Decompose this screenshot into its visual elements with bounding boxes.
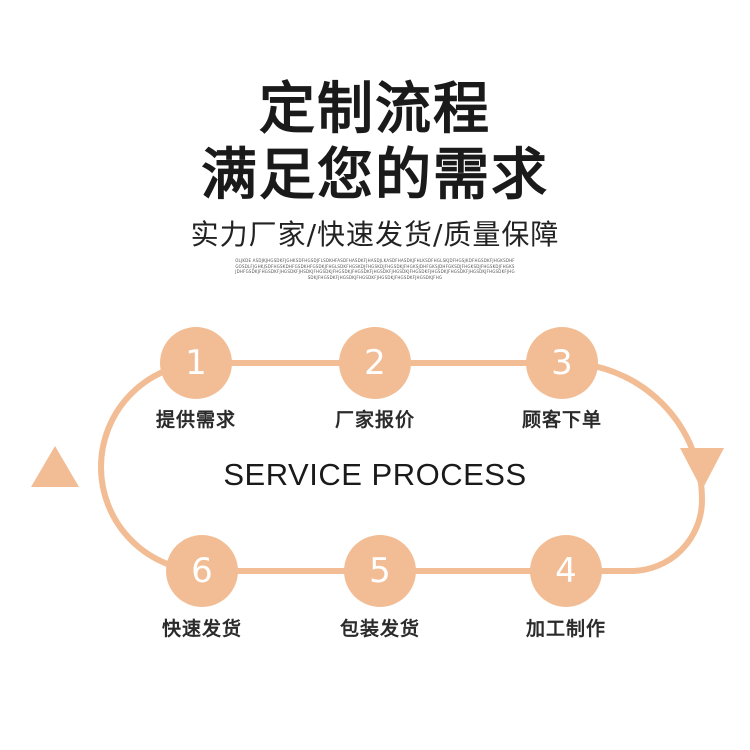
page-subtitle-heading: 满足您的需求 — [201, 143, 549, 208]
service-process-label: SERVICE PROCESS — [223, 457, 527, 492]
step-1-label: 提供需求 — [155, 409, 236, 431]
step-2-label: 厂家报价 — [334, 409, 415, 431]
tagline: 实力厂家/快速发货/质量保障 — [190, 218, 560, 251]
arrow-up-icon — [31, 446, 79, 487]
page-title: 定制流程 — [259, 77, 491, 142]
step-1-circle: 1 — [160, 327, 232, 399]
step-5-label: 包装发货 — [339, 618, 420, 640]
step-5-circle: 5 — [344, 535, 416, 607]
arrow-down-icon — [680, 448, 724, 490]
step-2-circle: 2 — [339, 327, 411, 399]
step-3-circle: 3 — [526, 327, 598, 399]
step-6-circle: 6 — [166, 535, 238, 607]
step-4-circle: 4 — [530, 535, 602, 607]
fineprint-decoration: OLJKDE ASDJKJHGSDKFJGHKSDFHGSDJFLSDKHFAS… — [235, 258, 515, 280]
loop-track — [98, 360, 706, 574]
step-3-label: 顾客下单 — [521, 409, 602, 431]
step-4-label: 加工制作 — [525, 618, 606, 640]
step-6-label: 快速发货 — [161, 618, 242, 640]
